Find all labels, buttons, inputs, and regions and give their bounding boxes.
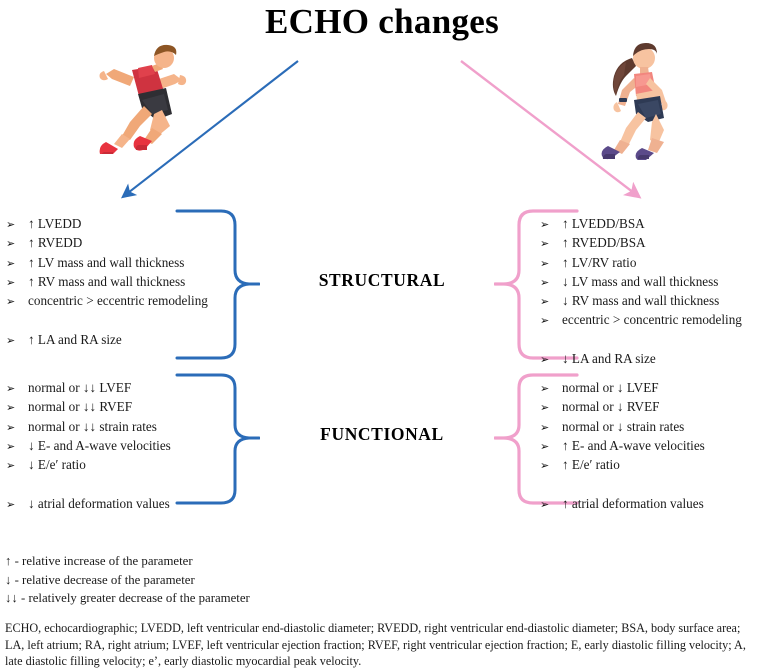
category-label-structural: STRUCTURAL (318, 270, 446, 290)
list-item-label: ↑ RVEDD/BSA (562, 235, 646, 251)
list-item-label: ↑ LA and RA size (28, 331, 122, 347)
bullet-arrow-icon: ➢ (6, 218, 16, 231)
list-item-label: normal or ↓ RVEF (562, 399, 660, 415)
bullet-arrow-icon: ➢ (540, 420, 550, 434)
right-functional-brace (494, 373, 579, 505)
list-item-label: ↑ E- and A-wave velocities (562, 437, 705, 453)
category-label-functional: FUNCTIONAL (320, 424, 444, 444)
list-item: ➢ ↑ E/e′ ratio (540, 455, 764, 474)
bullet-arrow-icon: ➢ (6, 497, 16, 511)
list-item: ➢ ↑ LV mass and wall thickness (6, 253, 256, 272)
bullet-arrow-icon: ➢ (6, 420, 16, 434)
female-runner-illustration (586, 42, 686, 162)
list-item-label: normal or ↓↓ strain rates (28, 418, 157, 434)
legend-line: ↓↓ - relatively greater decrease of the … (5, 591, 250, 606)
list-item-label: ↓ E/e′ ratio (28, 457, 86, 473)
list-item: ➢ ↑ LVEDD (6, 214, 256, 233)
left-functional-list: ➢ normal or ↓↓ LVEF ➢ normal or ↓↓ RVEF ➢ nor… (6, 378, 256, 513)
list-item: ➢ ↑ RVEDD/BSA (540, 233, 764, 252)
list-item: ➢ ↓ RV mass and wall thickness (540, 291, 764, 310)
list-item-label: eccentric > concentric remodeling (562, 312, 742, 328)
list-item: ➢ ↓ E/e′ ratio (6, 455, 256, 474)
list-item: ➢ ↑ LVEDD/BSA (540, 214, 764, 233)
list-item: ➢ normal or ↓↓ strain rates (6, 417, 256, 436)
footnote-abbreviations: ECHO, echocardiographic; LVEDD, left ven… (5, 621, 746, 669)
bullet-arrow-icon: ➢ (540, 275, 550, 289)
bullet-arrow-icon: ➢ (540, 314, 550, 328)
bullet-arrow-icon: ➢ (6, 237, 16, 251)
list-item: ➢ normal or ↓ LVEF (540, 378, 764, 397)
list-item-label: ↑ LVEDD (28, 216, 82, 231)
list-item: ➢ concentric > eccentric remodeling (6, 291, 256, 310)
bullet-arrow-icon: ➢ (6, 333, 16, 347)
list-item-label: ↑ LV/RV ratio (562, 254, 637, 270)
bullet-arrow-icon: ➢ (540, 237, 550, 251)
bullet-arrow-icon: ➢ (6, 401, 16, 415)
list-item: ➢ ↓ LV mass and wall thickness (540, 272, 764, 291)
list-item-label: normal or ↓↓ RVEF (28, 399, 133, 415)
legend-line: ↑ - relative increase of the parameter (5, 554, 193, 568)
right-structural-brace (494, 209, 579, 360)
list-item-label: ↓ RV mass and wall thickness (562, 293, 720, 309)
list-item-label: ↓ E- and A-wave velocities (28, 437, 171, 453)
left-functional-brace (175, 373, 260, 505)
bullet-arrow-icon: ➢ (540, 353, 550, 367)
list-item: ➢ normal or ↓↓ LVEF (6, 378, 256, 397)
list-item: ➢ ↓ atrial deformation values (6, 494, 256, 513)
list-item: ➢ ↓ E- and A-wave velocities (6, 436, 256, 455)
bullet-arrow-icon: ➢ (540, 459, 550, 473)
bullet-arrow-icon: ➢ (540, 401, 550, 415)
bullet-arrow-icon: ➢ (540, 497, 550, 511)
bullet-arrow-icon: ➢ (540, 382, 550, 395)
bullet-arrow-icon: ➢ (6, 256, 16, 270)
list-item-label: ↓ LV mass and wall thickness (562, 273, 719, 289)
bullet-arrow-icon: ➢ (6, 439, 16, 453)
list-item-label: normal or ↓ LVEF (562, 380, 659, 395)
list-item: ➢ ↑ E- and A-wave velocities (540, 436, 764, 455)
page-title: ECHO changes (264, 2, 500, 41)
right-structural-list: ➢ ↑ LVEDD/BSA ➢ ↑ RVEDD/BSA ➢ ↑ LV/RV ratio ➢ ↓… (540, 214, 764, 368)
list-item-label: ↑ E/e′ ratio (562, 457, 620, 473)
bullet-arrow-icon: ➢ (540, 295, 550, 309)
legend: ↑ - relative increase of the parameter ↓ … (5, 552, 250, 608)
list-item: ➢ ↑ LV/RV ratio (540, 253, 764, 272)
list-item-label: ↓ LA and RA size (562, 351, 656, 367)
list-item-label: ↑ LV mass and wall thickness (28, 254, 185, 270)
list-item-label: ↑ RV mass and wall thickness (28, 273, 186, 289)
right-functional-list: ➢ normal or ↓ LVEF ➢ normal or ↓ RVEF ➢ norma… (540, 378, 764, 513)
bullet-arrow-icon: ➢ (6, 459, 16, 473)
list-item: ➢ normal or ↓ strain rates (540, 417, 764, 436)
bullet-arrow-icon: ➢ (540, 218, 550, 231)
left-structural-list: ➢ ↑ LVEDD ➢ ↑ RVEDD ➢ ↑ LV mass and wall thic… (6, 214, 256, 349)
bullet-arrow-icon: ➢ (6, 295, 16, 309)
list-item: ➢ ↑ RVEDD (6, 233, 256, 252)
list-item: ➢ ↑ LA and RA size (6, 330, 256, 349)
list-item-label: ↑ RVEDD (28, 235, 83, 251)
bullet-arrow-icon: ➢ (6, 275, 16, 289)
legend-line: ↓ - relative decrease of the parameter (5, 572, 195, 587)
list-item-label: normal or ↓↓ LVEF (28, 380, 132, 395)
list-item-label: ↑ atrial deformation values (562, 495, 704, 511)
list-item-label: concentric > eccentric remodeling (28, 293, 208, 309)
left-structural-brace (175, 209, 260, 360)
bullet-arrow-icon: ➢ (540, 439, 550, 453)
list-item-label: ↓ atrial deformation values (28, 495, 170, 511)
list-item: ➢ normal or ↓↓ RVEF (6, 397, 256, 416)
list-item: ➢ ↓ LA and RA size (540, 349, 764, 368)
list-item: ➢ normal or ↓ RVEF (540, 397, 764, 416)
list-item: ➢ eccentric > concentric remodeling (540, 310, 764, 329)
list-item-label: normal or ↓ strain rates (562, 418, 685, 434)
list-item: ➢ ↑ RV mass and wall thickness (6, 272, 256, 291)
bullet-arrow-icon: ➢ (540, 256, 550, 270)
list-item: ➢ ↑ atrial deformation values (540, 494, 764, 513)
male-runner-illustration (82, 44, 202, 158)
bullet-arrow-icon: ➢ (6, 382, 16, 395)
list-item-label: ↑ LVEDD/BSA (562, 216, 645, 231)
